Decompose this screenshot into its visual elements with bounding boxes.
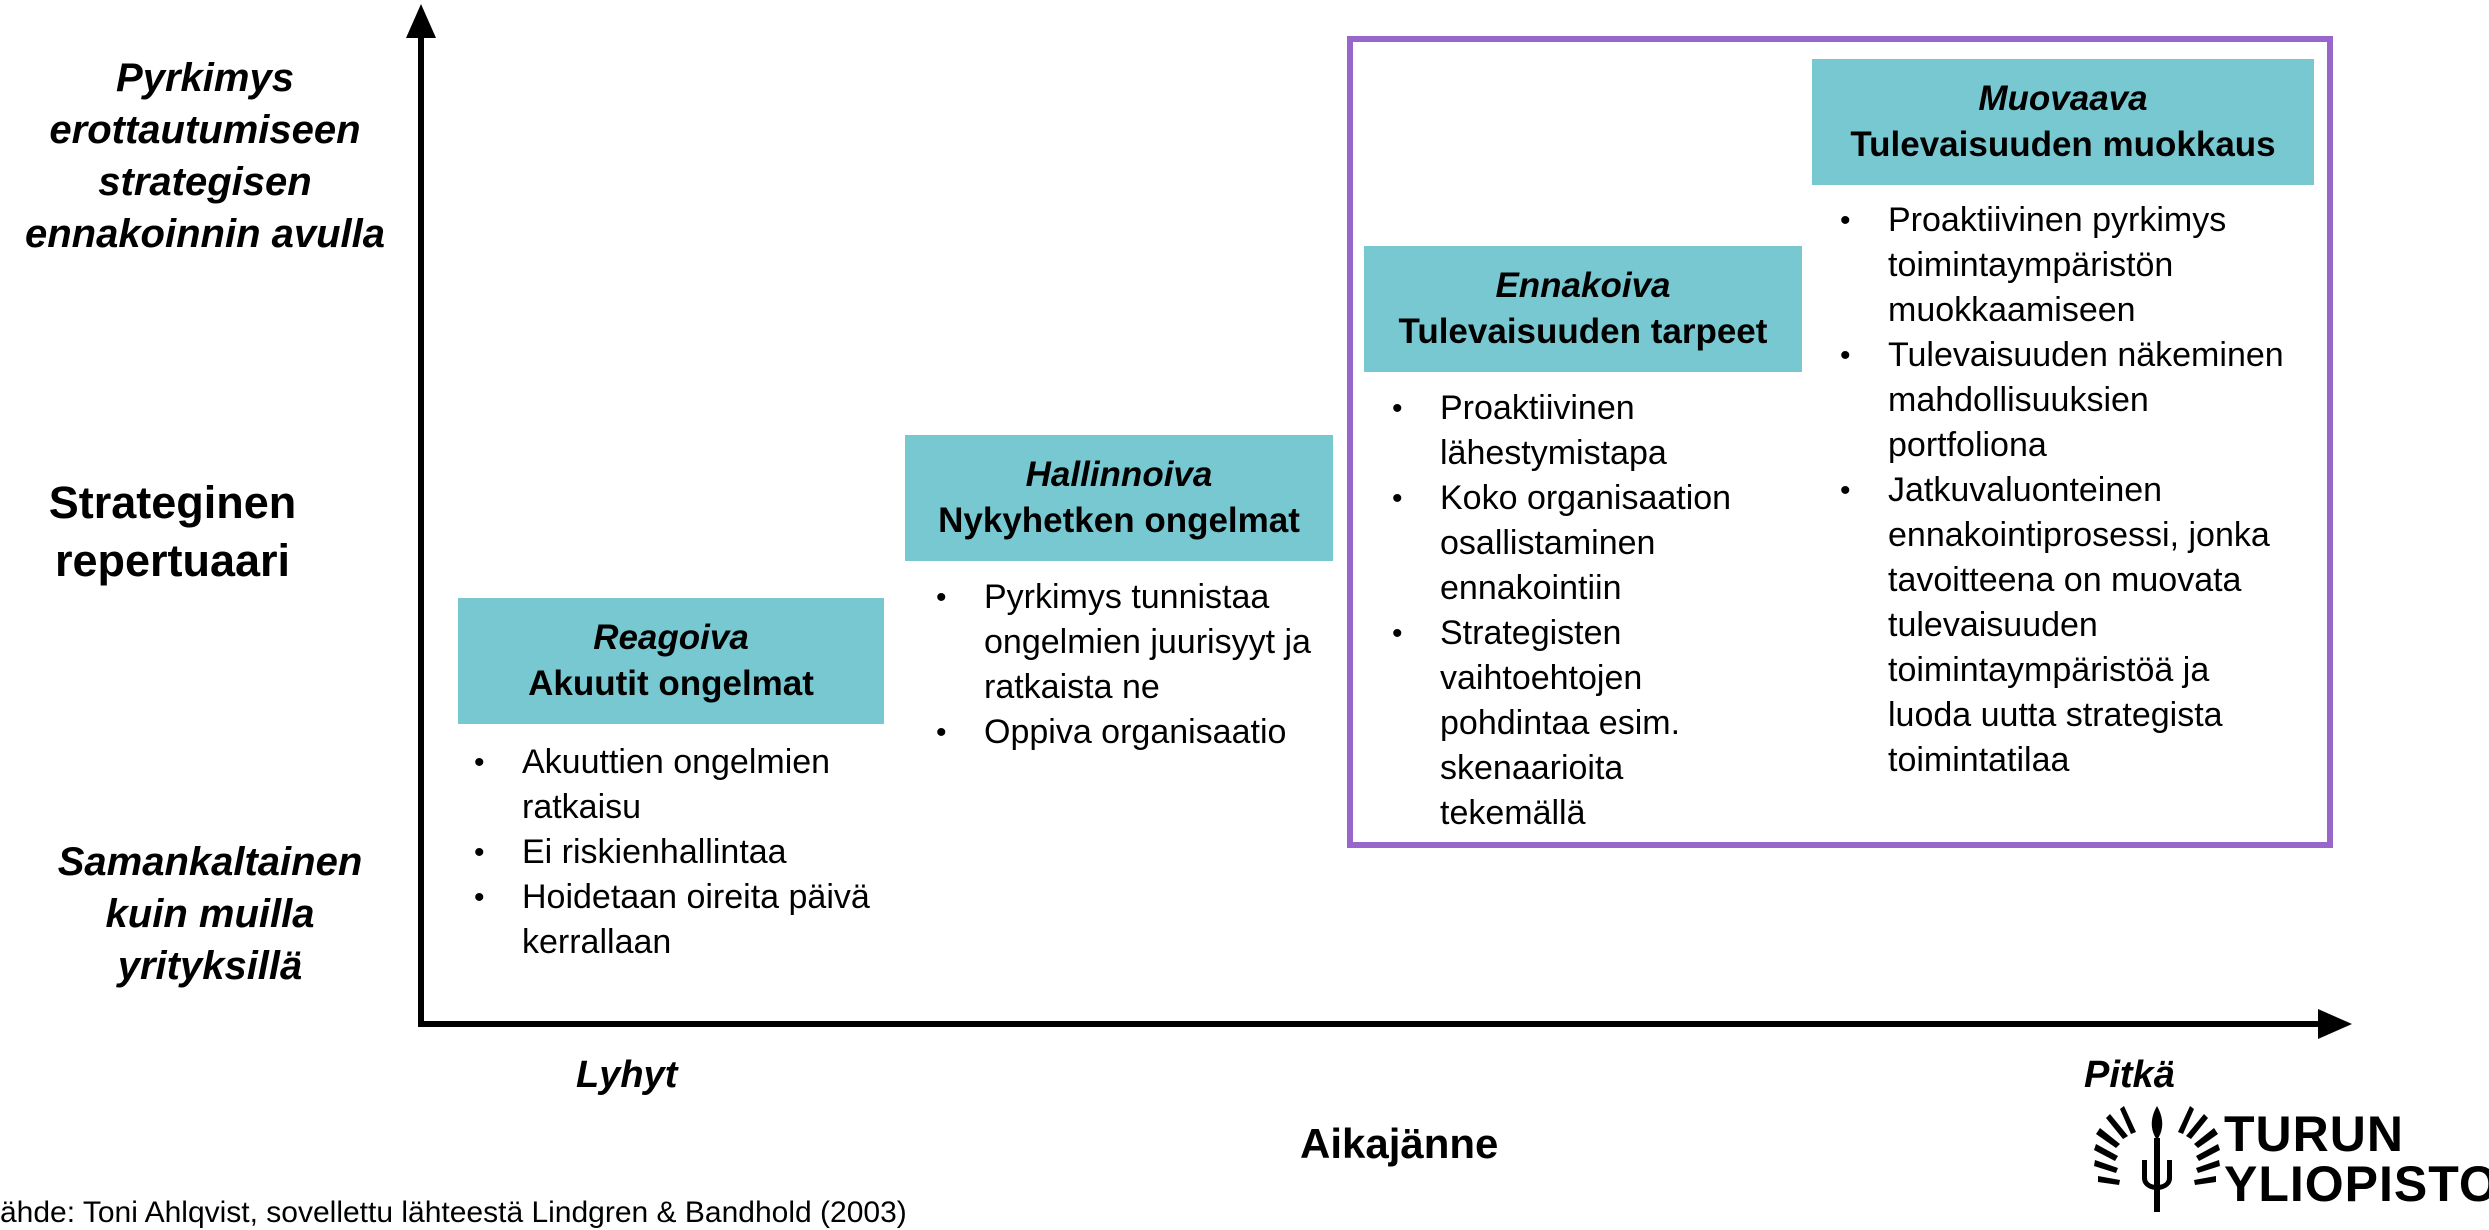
stage-name: Muovaava — [1978, 79, 2148, 118]
list-item: Strategisten vaihtoehtojen pohdintaa esi… — [1378, 611, 1778, 836]
y-axis-bottom-label: Samankaltainen kuin muilla yrityksillä — [57, 840, 363, 988]
stage-header-reagoiva: Reagoiva Akuutit ongelmat — [458, 598, 884, 724]
stage-header-hallinnoiva: Hallinnoiva Nykyhetken ongelmat — [905, 435, 1333, 561]
y-axis-middle-label: Strateginen repertuaari — [48, 477, 297, 586]
x-axis-left-label: Lyhyt — [576, 1054, 678, 1096]
y-axis-top-label: Pyrkimys erottautumiseen strategisen enn… — [24, 56, 386, 256]
x-axis-arrowhead — [2318, 1009, 2352, 1039]
stage-name: Hallinnoiva — [1025, 455, 1213, 494]
list-item: Hoidetaan oireita päivä kerrallaan — [460, 875, 890, 965]
source-citation: ähde: Toni Ahlqvist, sovellettu lähteest… — [0, 1196, 907, 1229]
x-axis-right-label: Pitkä — [2084, 1054, 2175, 1096]
stage-subtitle: Tulevaisuuden tarpeet — [1398, 312, 1768, 351]
logo-line-1: TURUN — [2224, 1106, 2404, 1162]
stage-name: Ennakoiva — [1495, 266, 1671, 305]
list-item: Proaktiivinen pyrkimys toimintaympäristö… — [1826, 198, 2286, 333]
list-item: Ei riskienhallintaa — [460, 830, 890, 875]
logo-line-2: YLIOPISTO — [2224, 1156, 2489, 1212]
stage-subtitle: Akuutit ongelmat — [528, 664, 814, 703]
list-item: Koko organisaation osallistaminen ennako… — [1378, 476, 1778, 611]
university-emblem-icon — [2094, 1106, 2220, 1212]
stage-header-muovaava: Muovaava Tulevaisuuden muokkaus — [1812, 59, 2314, 185]
list-item: Pyrkimys tunnistaa ongelmien juurisyyt j… — [922, 575, 1352, 710]
stage-bullets-ennakoiva: Proaktiivinen lähestymistapa Koko organi… — [1378, 386, 1778, 836]
list-item: Jatkuvaluonteinen ennakointiprosessi, jo… — [1826, 468, 2286, 783]
stage-bullets-reagoiva: Akuuttien ongelmien ratkaisu Ei riskienh… — [460, 740, 890, 965]
stage-name: Reagoiva — [593, 618, 749, 657]
list-item: Proaktiivinen lähestymistapa — [1378, 386, 1778, 476]
list-item: Oppiva organisaatio — [922, 710, 1352, 755]
stage-bullets-muovaava: Proaktiivinen pyrkimys toimintaympäristö… — [1826, 198, 2286, 783]
proactive-highlight-frame — [1347, 36, 2333, 848]
stage-bullets-hallinnoiva: Pyrkimys tunnistaa ongelmien juurisyyt j… — [922, 575, 1352, 755]
stage-subtitle: Nykyhetken ongelmat — [938, 501, 1300, 540]
stage-subtitle: Tulevaisuuden muokkaus — [1850, 125, 2276, 164]
x-axis-title: Aikajänne — [1300, 1120, 1499, 1167]
list-item: Tulevaisuuden näkeminen mahdollisuuksien… — [1826, 333, 2286, 468]
stage-header-ennakoiva: Ennakoiva Tulevaisuuden tarpeet — [1364, 246, 1802, 372]
list-item: Akuuttien ongelmien ratkaisu — [460, 740, 890, 830]
y-axis-arrowhead — [406, 4, 436, 38]
